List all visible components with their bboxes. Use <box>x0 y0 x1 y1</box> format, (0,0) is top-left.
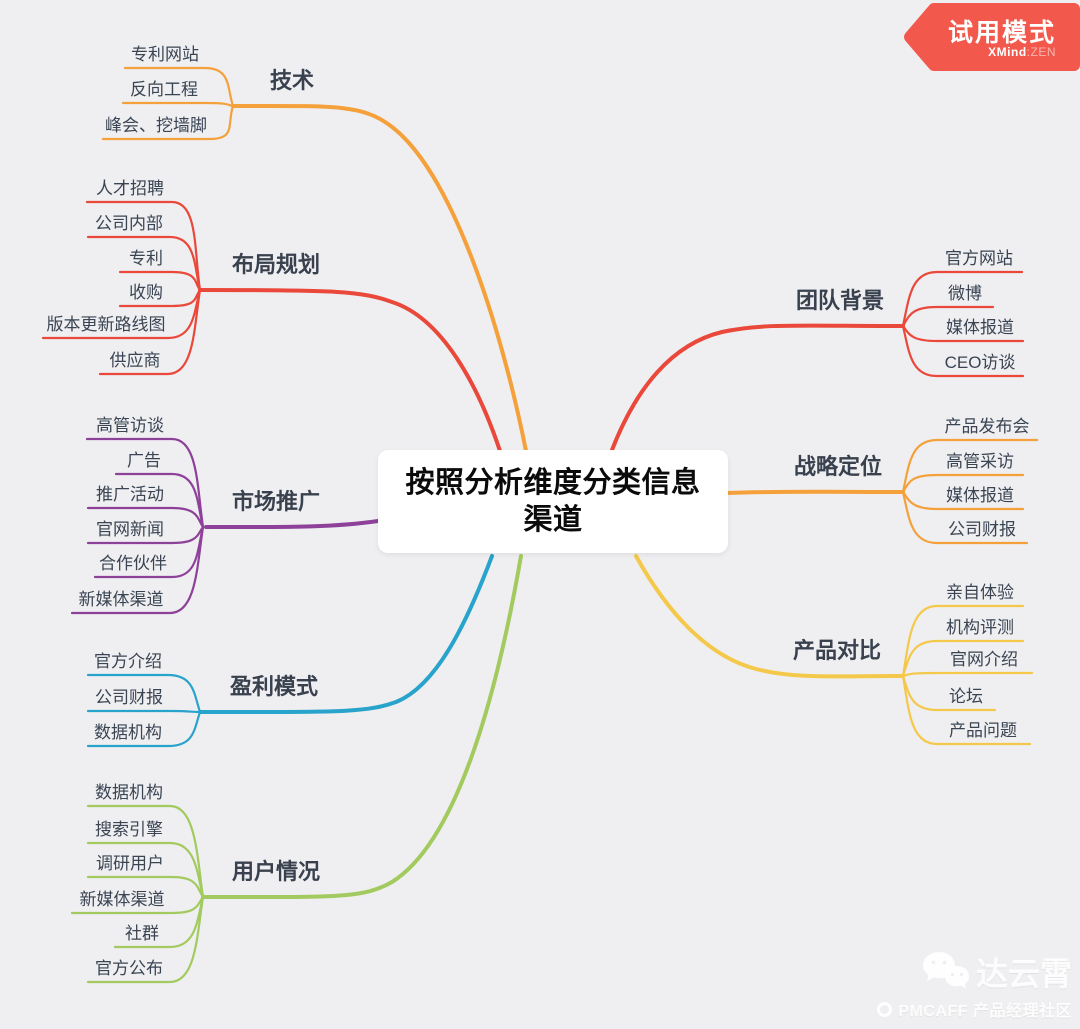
subtopic[interactable]: 合作伙伴 <box>99 554 167 573</box>
subtopic[interactable]: 产品发布会 <box>944 417 1030 436</box>
watermark-author-row: 达云霄 <box>877 949 1072 995</box>
branch-line-user-situation <box>201 554 523 900</box>
subtopic[interactable]: 调研用户 <box>96 854 164 873</box>
badge-ribbon-shape <box>904 3 1080 71</box>
badge-brand-name: XMind <box>988 45 1027 59</box>
badge-brand-suffix: :ZEN <box>1026 45 1056 59</box>
subtopic[interactable]: 数据机构 <box>95 783 163 802</box>
child-line <box>901 324 1025 343</box>
subtopic[interactable]: 媒体报道 <box>946 486 1014 505</box>
badge-label: 试用模式 <box>947 19 1056 47</box>
child-line <box>86 235 202 292</box>
central-topic-label: 按照分析维度分类信息渠道 <box>405 466 701 536</box>
child-line <box>86 673 202 714</box>
subtopic[interactable]: 公司财报 <box>95 688 163 707</box>
branch-line-technology <box>231 103 528 453</box>
child-line <box>901 324 1025 378</box>
subtopic[interactable]: 官方公布 <box>95 959 163 978</box>
watermark-author: 达云霄 <box>975 956 1072 992</box>
subtopic[interactable]: 峰会、挖墙脚 <box>105 116 207 135</box>
subtopic[interactable]: 收购 <box>129 283 163 302</box>
subtopic[interactable]: 版本更新路线图 <box>46 315 166 334</box>
child-line <box>901 674 1032 746</box>
branch-line-team-background <box>610 323 905 452</box>
subtopic[interactable]: 高管访谈 <box>96 416 164 435</box>
subtopic[interactable]: 媒体报道 <box>946 318 1014 337</box>
child-line <box>114 472 205 529</box>
subtopic[interactable]: 人才招聘 <box>96 179 164 198</box>
child-line <box>901 671 1034 678</box>
child-line <box>901 490 1029 545</box>
child-line <box>123 66 235 108</box>
subtopic[interactable]: 数据机构 <box>94 723 162 742</box>
subtopic[interactable]: 微博 <box>948 284 982 303</box>
subtopic[interactable]: 亲自体验 <box>946 583 1014 602</box>
central-topic[interactable]: 按照分析维度分类信息渠道 <box>378 450 728 553</box>
child-line <box>901 490 1025 511</box>
branch-topic-strategic-positioning[interactable]: 战略定位 <box>793 454 883 479</box>
child-line <box>86 709 202 714</box>
child-line <box>121 101 235 108</box>
child-line <box>901 639 1025 678</box>
subtopic[interactable]: 反向工程 <box>130 80 198 99</box>
branch-line-product-comparison <box>634 554 905 679</box>
child-line <box>901 270 1024 328</box>
subtopic[interactable]: 官网新闻 <box>96 520 164 539</box>
badge-brand: XMind:ZEN <box>988 45 1056 59</box>
trial-mode-badge[interactable]: 试用模式 XMind:ZEN <box>898 0 1080 78</box>
pmcaff-logo-icon <box>877 1001 893 1017</box>
subtopic[interactable]: 高管采访 <box>946 452 1014 471</box>
subtopic[interactable]: 机构评测 <box>946 618 1014 637</box>
subtopic[interactable]: 新媒体渠道 <box>79 890 165 909</box>
child-line <box>86 895 205 984</box>
subtopic[interactable]: 社群 <box>125 924 159 943</box>
branch-topic-product-comparison[interactable]: 产品对比 <box>792 638 882 663</box>
subtopic[interactable]: 新媒体渠道 <box>78 590 164 609</box>
child-line <box>86 875 205 899</box>
subtopic[interactable]: CEO访谈 <box>944 353 1016 372</box>
child-line <box>98 288 202 376</box>
child-line <box>85 200 202 292</box>
watermark-community: PMCAFF 产品经理社区 <box>898 1003 1072 1020</box>
subtopic[interactable]: 专利 <box>129 249 163 268</box>
child-line <box>901 305 995 328</box>
child-line <box>901 438 1039 494</box>
subtopic[interactable]: 官方介绍 <box>94 652 162 671</box>
child-line <box>101 104 235 141</box>
subtopic[interactable]: 专利网站 <box>131 45 199 64</box>
subtopic[interactable]: 产品问题 <box>949 721 1017 740</box>
branch-topic-technology[interactable]: 技术 <box>269 68 315 93</box>
subtopic[interactable]: 论坛 <box>949 687 983 706</box>
wechat-icon <box>922 952 969 989</box>
watermark-community-row: PMCAFF 产品经理社区 <box>877 997 1072 1021</box>
subtopic[interactable]: 官方网站 <box>945 249 1013 268</box>
branch-line-strategic-positioning <box>726 489 905 495</box>
child-line <box>901 473 1025 494</box>
child-line <box>85 437 205 529</box>
child-line <box>70 525 205 615</box>
subtopic[interactable]: 公司内部 <box>95 214 163 233</box>
subtopic[interactable]: 公司财报 <box>948 520 1016 539</box>
child-line <box>86 710 202 748</box>
child-line <box>901 604 1025 678</box>
subtopic[interactable]: 搜索引擎 <box>95 820 163 839</box>
subtopic[interactable]: 官网介绍 <box>950 650 1018 669</box>
branch-topic-user-situation[interactable]: 用户情况 <box>231 859 321 884</box>
child-line <box>118 270 202 292</box>
branch-topic-profit-model[interactable]: 盈利模式 <box>229 674 319 699</box>
subtopic[interactable]: 广告 <box>127 451 161 470</box>
branch-topic-marketing[interactable]: 市场推广 <box>231 489 321 514</box>
child-line <box>86 804 205 899</box>
subtopic[interactable]: 供应商 <box>109 351 161 370</box>
branch-topic-layout-planning[interactable]: 布局规划 <box>231 252 321 277</box>
branch-line-marketing <box>204 519 380 530</box>
branch-line-profit-model <box>198 554 494 715</box>
branch-topic-team-background[interactable]: 团队背景 <box>795 288 885 313</box>
watermark: 达云霄 PMCAFF 产品经理社区 <box>877 949 1072 1021</box>
subtopic[interactable]: 推广活动 <box>96 485 164 504</box>
child-line <box>86 841 205 899</box>
child-line <box>86 506 205 529</box>
branch-line-layout-planning <box>198 288 502 453</box>
